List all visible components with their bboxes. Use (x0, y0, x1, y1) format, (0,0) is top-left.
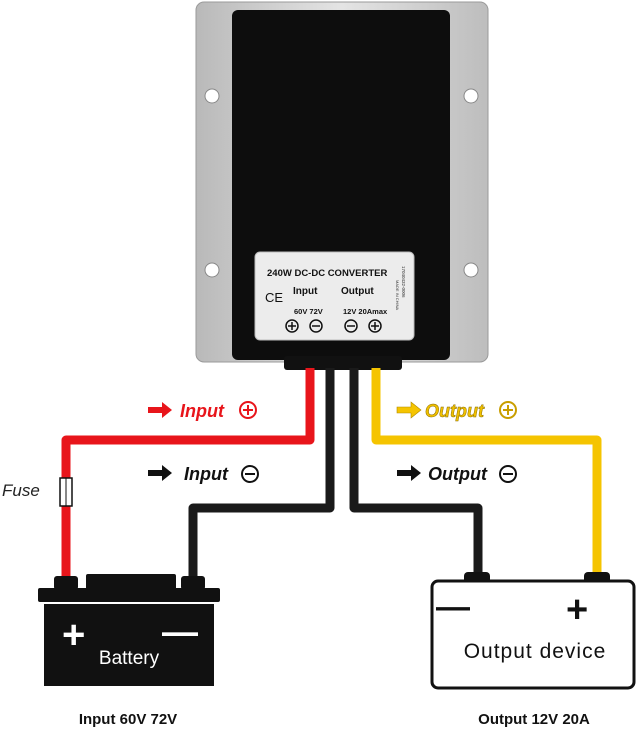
mount-hole-top-right (463, 88, 479, 104)
battery-lid-step (86, 574, 176, 590)
minus-circle-icon (499, 465, 517, 483)
output-device: — + Output device (430, 572, 636, 690)
arrow-right-icon (397, 465, 421, 481)
cable-gland (284, 356, 402, 370)
arrow-right-icon (396, 401, 422, 419)
output-device-label: Output device (464, 640, 607, 663)
output-device-plus-sign: + (566, 589, 588, 631)
output-positive-wire (371, 368, 602, 580)
plus-terminal-icon (285, 319, 299, 333)
output-negative-label: Output (428, 464, 488, 484)
arrow-right-icon (148, 465, 172, 481)
output-device-body (430, 579, 636, 690)
wires (61, 368, 602, 582)
minus-terminal-icon (309, 319, 323, 333)
mount-hole-bottom-left (204, 262, 220, 278)
output-rating: 12V 20Amax (343, 307, 388, 316)
minus-terminal-icon (344, 319, 358, 333)
input-positive-label: Input (180, 401, 225, 421)
converter-side-text: 17040432-0006 (401, 266, 406, 298)
output-heading: Output (341, 286, 374, 297)
plus-circle-icon (499, 401, 517, 419)
battery-terminal-positive (54, 576, 78, 590)
dc-dc-converter: 240W DC-DC CONVERTER 17040432-0006 MADE … (195, 1, 489, 370)
output-negative-wire (349, 368, 483, 580)
converter-title: 240W DC-DC CONVERTER (267, 268, 387, 279)
ce-mark: CE (265, 290, 283, 305)
fuse: Fuse (2, 477, 73, 507)
minus-circle-icon (241, 465, 259, 483)
converter-label-plate: 240W DC-DC CONVERTER 17040432-0006 MADE … (254, 251, 415, 341)
mount-hole-bottom-right (463, 262, 479, 278)
battery-terminal-negative (181, 576, 205, 590)
battery-plus-sign: + (62, 613, 85, 657)
input-negative-wire (188, 368, 335, 580)
plus-circle-icon (239, 401, 257, 419)
input-positive-wire (61, 368, 315, 478)
input-caption: Input 60V 72V (79, 711, 177, 728)
plus-terminal-icon (368, 319, 382, 333)
converter-side-text-2: MADE IN CHINA (395, 280, 400, 311)
input-positive-annotation: Input (148, 401, 257, 421)
input-heading: Input (293, 286, 318, 297)
mount-hole-top-left (204, 88, 220, 104)
output-caption: Output 12V 20A (478, 711, 590, 728)
output-device-minus-sign: — (436, 588, 470, 626)
input-voltage: 60V 72V (294, 307, 323, 316)
output-positive-annotation: Output (396, 401, 517, 421)
output-negative-annotation: Output (397, 464, 517, 484)
output-positive-label: Output (425, 401, 485, 421)
battery-label: Battery (99, 648, 160, 669)
battery-body (44, 604, 214, 686)
arrow-right-icon (148, 402, 172, 418)
battery-minus-sign: — (162, 611, 198, 652)
input-negative-label: Input (184, 464, 229, 484)
battery-lid (38, 588, 220, 602)
battery: + — Battery (38, 574, 220, 686)
fuse-label: Fuse (2, 481, 40, 500)
input-negative-annotation: Input (148, 464, 259, 484)
